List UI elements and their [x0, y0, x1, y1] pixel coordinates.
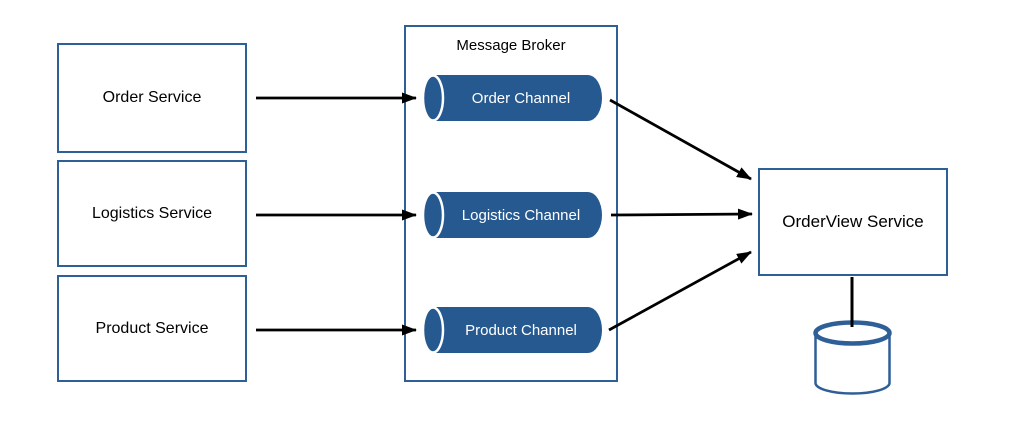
- message-channel-pipe-icon: [422, 306, 602, 354]
- service-label-product: Product Service: [95, 319, 209, 337]
- service-box-product: Product Service: [57, 275, 247, 382]
- service-box-logistics: Logistics Service: [57, 160, 247, 267]
- message-broker-title: Message Broker: [456, 37, 566, 54]
- arrow-order-channel-to-orderview: [609, 98, 752, 181]
- service-box-order: Order Service: [57, 43, 247, 153]
- channel-logistics: Logistics Channel: [422, 191, 604, 239]
- service-label-orderview: OrderView Service: [782, 212, 924, 231]
- service-box-orderview: OrderView Service: [758, 168, 948, 276]
- message-channel-pipe-icon: [422, 191, 602, 239]
- channel-order: Order Channel: [422, 74, 604, 122]
- service-label-logistics: Logistics Service: [91, 204, 213, 222]
- service-label-order: Order Service: [102, 89, 202, 106]
- channel-label-order: Order Channel: [471, 89, 571, 107]
- channel-label-product: Product Channel: [465, 321, 577, 339]
- channel-product: Product Channel: [422, 306, 604, 354]
- channel-label-logistics: Logistics Channel: [461, 206, 581, 224]
- message-channel-pipe-icon: [422, 74, 602, 122]
- arrow-product-channel-to-orderview: [608, 250, 752, 332]
- arrow-logistics-channel-to-orderview: [610, 208, 753, 220]
- database-cylinder-icon: [813, 320, 892, 395]
